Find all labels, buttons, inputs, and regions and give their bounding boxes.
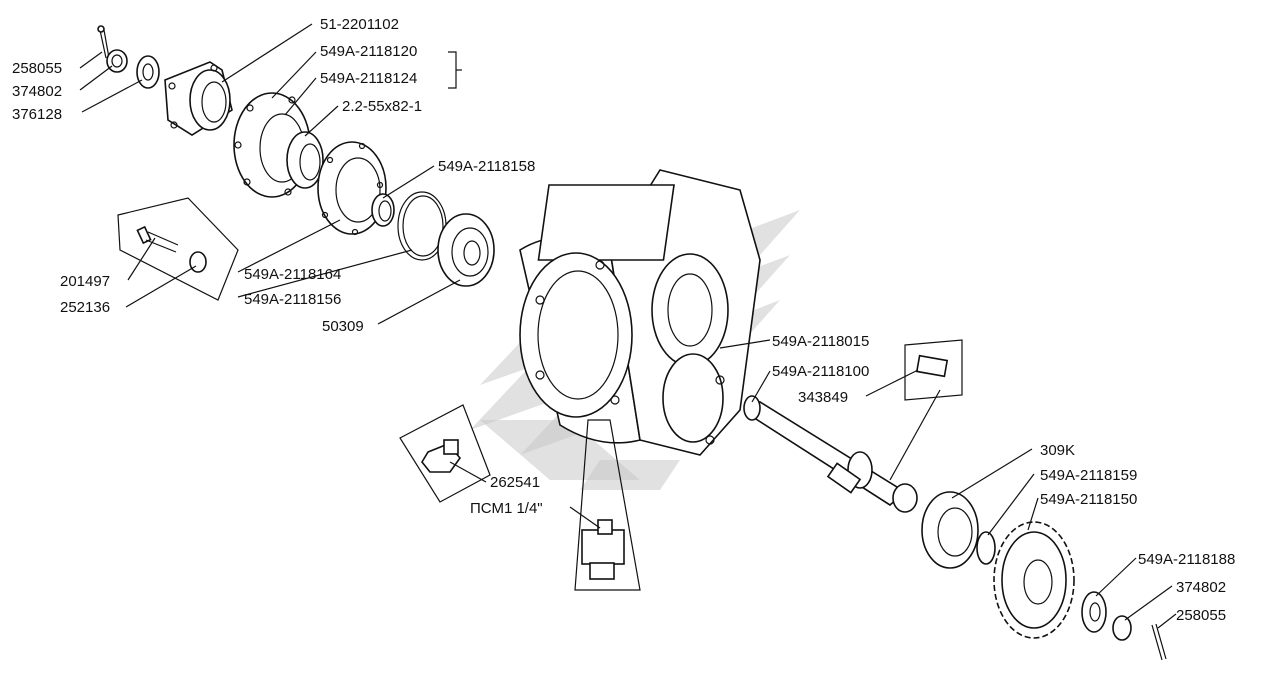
- label-258055-bottom: 258055: [1176, 607, 1226, 624]
- label-549A-2118188: 549A-2118188: [1138, 551, 1235, 568]
- gasket-549A-2118164: [317, 141, 387, 236]
- key-inset-box: [904, 339, 963, 401]
- flange-51-2201102: [164, 61, 233, 136]
- label-262541: 262541: [490, 474, 540, 491]
- label-258055-top: 258055: [12, 60, 62, 77]
- washer-376128: [136, 55, 160, 89]
- label-549A-2118015: 549A-2118015: [772, 333, 869, 350]
- label-549A-2118150: 549A-2118150: [1040, 491, 1137, 508]
- gear-549A-2118150: [993, 521, 1075, 639]
- shaft-549A-2118100: [743, 395, 918, 513]
- label-549A-2118164: 549A-2118164: [244, 266, 341, 283]
- label-549A-2118124: 549A-2118124: [320, 70, 417, 87]
- label-252136: 252136: [60, 299, 110, 316]
- bearing-50309: [437, 213, 495, 287]
- label-201497: 201497: [60, 273, 110, 290]
- cotter-pin-258055-top: [97, 25, 110, 59]
- label-549A-2118100: 549A-2118100: [772, 363, 869, 380]
- label-549A-2118120: 549A-2118120: [320, 43, 417, 60]
- label-50309: 50309: [322, 318, 364, 335]
- label-psm-1-1-4: ПСМ1 1/4": [470, 500, 543, 517]
- drain-plug-inset: [399, 404, 491, 503]
- seal-2-2-55x82-1: [286, 131, 324, 189]
- label-374802-top: 374802: [12, 83, 62, 100]
- castle-nut-374802-top: [106, 49, 128, 73]
- bolt-inset-box: [117, 197, 239, 301]
- label-343849: 343849: [798, 389, 848, 406]
- label-549A-2118159: 549A-2118159: [1040, 467, 1137, 484]
- ring-549A-2118159: [976, 531, 996, 565]
- castle-nut-374802-bottom: [1112, 615, 1132, 641]
- housing-549A-2118015: [519, 169, 761, 456]
- label-2-2-55x82-1: 2.2-55x82-1: [342, 98, 422, 115]
- part-labels: 258055 374802 376128 51-2201102 549A-211…: [12, 16, 1235, 624]
- ring-549A-2118158: [371, 193, 395, 227]
- bearing-309K: [921, 491, 979, 569]
- cotter-pin-258055-bottom: [1151, 623, 1167, 661]
- label-51-2201102: 51-2201102: [320, 16, 399, 33]
- label-376128: 376128: [12, 106, 62, 123]
- label-549A-2118158: 549A-2118158: [438, 158, 535, 175]
- label-549A-2118156: 549A-2118156: [244, 291, 341, 308]
- washer-549A-2118188: [1081, 591, 1107, 633]
- filler-plug-inset: [574, 419, 641, 591]
- leader-lines: [79, 23, 1177, 629]
- label-309K: 309K: [1040, 442, 1075, 459]
- label-374802-bottom: 374802: [1176, 579, 1226, 596]
